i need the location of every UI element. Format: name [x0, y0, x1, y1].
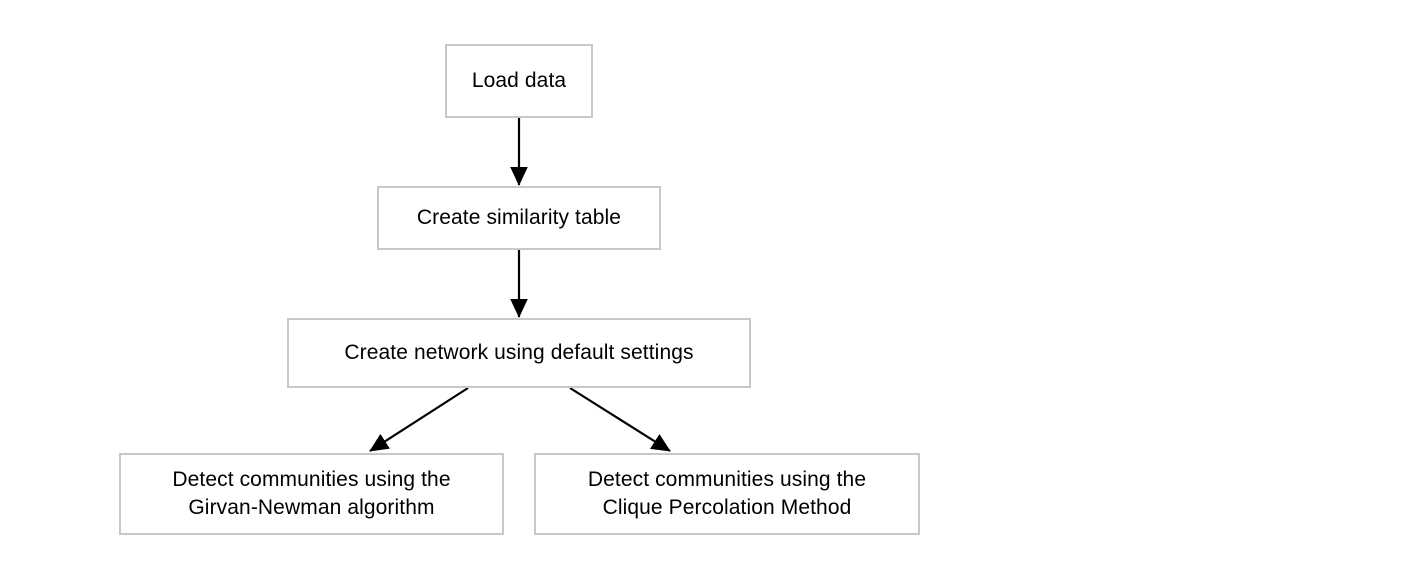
edge-network-to-girvan-newman	[369, 387, 469, 452]
edge-network-to-clique-percolation	[569, 387, 671, 452]
node-create-network-default-settings[interactable]: Create network using default settings	[287, 318, 751, 388]
node-load-data[interactable]: Load data	[445, 44, 593, 118]
node-detect-communities-girvan-newman[interactable]: Detect communities using the Girvan-Newm…	[119, 453, 504, 535]
node-detect-communities-clique-percolation[interactable]: Detect communities using the Clique Perc…	[534, 453, 920, 535]
node-create-similarity-table[interactable]: Create similarity table	[377, 186, 661, 250]
